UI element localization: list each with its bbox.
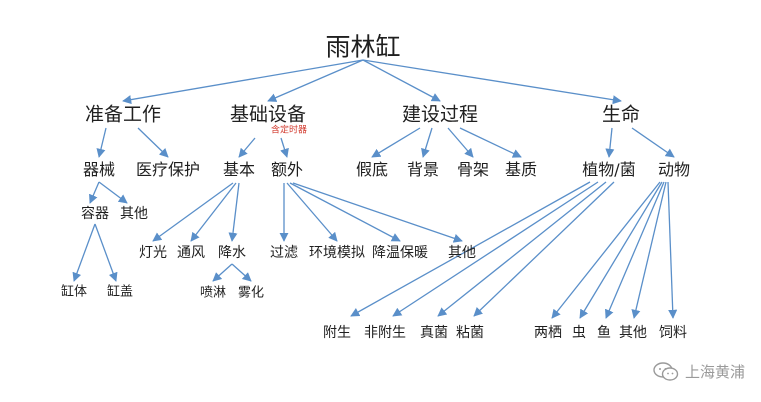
node-medical-protection: 医疗保护: [135, 160, 201, 179]
node-environment-simulation: 环境模拟: [309, 245, 365, 261]
node-amphibian: 两栖: [534, 325, 562, 341]
node-container: 容器: [81, 206, 109, 222]
node-tools: 器械: [82, 160, 116, 179]
node-lighting: 灯光: [139, 245, 167, 261]
connector-arrow: [280, 137, 289, 158]
node-rainforest-tank: 雨林缸: [325, 32, 401, 62]
node-plants-fungi: 植物/菌: [582, 160, 636, 179]
connector-arrow: [289, 182, 401, 242]
connector-arrow: [152, 182, 234, 242]
connector-arrow: [631, 127, 675, 158]
connector-arrow: [122, 59, 364, 105]
node-misting: 雾化: [237, 285, 265, 301]
connector-arrow: [89, 181, 100, 204]
node-extra-other: 其他: [448, 245, 476, 261]
node-insect: 虫: [572, 325, 586, 341]
connector-arrow: [447, 127, 474, 158]
node-basic-equipment: 基础设备: [229, 103, 307, 126]
watermark: 上海黄浦: [653, 361, 745, 382]
connector-arrow: [292, 182, 463, 243]
connector-arrow: [190, 182, 237, 242]
node-fish: 鱼: [597, 325, 611, 341]
connector-arrow: [212, 263, 233, 282]
connector-arrow: [96, 127, 107, 158]
node-extra: 额外: [270, 160, 304, 179]
node-filtration: 过滤: [270, 245, 298, 261]
connector-arrow: [350, 181, 591, 317]
node-non-epiphyte: 非附生: [364, 325, 406, 341]
node-epiphyte: 附生: [323, 325, 351, 341]
node-ventilation: 通风: [177, 245, 205, 261]
connector-arrow: [94, 223, 118, 282]
node-background: 背景: [406, 160, 440, 179]
connector-arrow: [579, 181, 663, 319]
connector-arrow: [392, 181, 599, 317]
node-build-process: 建设过程: [401, 103, 479, 126]
connector-arrow: [605, 127, 615, 158]
connector-arrow: [605, 181, 665, 319]
note-includes-timer: 含定时器: [270, 125, 308, 136]
node-feed: 饲料: [659, 325, 687, 341]
node-spray: 喷淋: [199, 285, 227, 301]
node-false-bottom: 假底: [355, 160, 389, 179]
connector-arrow: [371, 127, 421, 158]
connector-arrow: [421, 127, 433, 158]
connector-arrow: [231, 263, 252, 282]
connector-arrow: [98, 181, 128, 204]
connector-arrow: [72, 223, 96, 282]
connector-arrow: [228, 182, 240, 242]
node-tank-lid: 缸盖: [106, 284, 134, 300]
node-basic: 基本: [222, 160, 256, 179]
node-tank-body: 缸体: [60, 284, 88, 300]
node-skeleton: 骨架: [456, 160, 490, 179]
node-preparation: 准备工作: [84, 103, 162, 126]
node-fungi: 真菌: [420, 325, 448, 341]
node-tools-other: 其他: [120, 206, 148, 222]
connector-arrow: [459, 127, 522, 158]
watermark-text: 上海黄浦: [684, 363, 745, 381]
connector-arrow: [362, 59, 441, 102]
connector-arrow: [437, 181, 607, 317]
connector-arrow: [137, 127, 169, 158]
node-animals: 动物: [657, 160, 691, 179]
connector-arrow: [631, 181, 667, 319]
node-cooling-heating: 降温保暖: [372, 245, 428, 261]
node-slime-mold: 粘菌: [456, 325, 484, 341]
connector-arrow: [267, 59, 364, 102]
node-animal-other: 其他: [619, 325, 647, 341]
connector-arrow: [362, 59, 622, 105]
connector-arrow: [667, 181, 678, 319]
wechat-icon: [653, 361, 679, 382]
connector-arrow: [286, 182, 338, 242]
connector-arrow: [551, 181, 661, 319]
node-precipitation: 降水: [218, 245, 246, 261]
node-life: 生命: [601, 103, 641, 126]
connector-arrow: [238, 137, 256, 158]
node-substrate: 基质: [504, 160, 538, 179]
connector-arrow: [473, 181, 615, 317]
